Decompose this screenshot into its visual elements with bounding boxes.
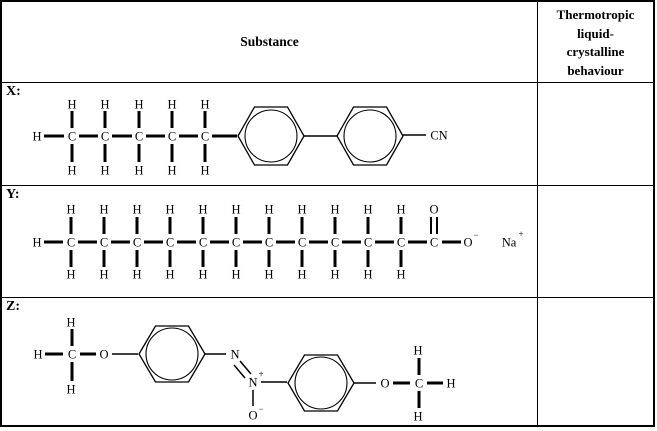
- svg-text:H: H: [33, 348, 42, 362]
- svg-text:H: H: [396, 268, 405, 282]
- svg-text:H: H: [66, 383, 75, 397]
- svg-text:H: H: [231, 268, 240, 282]
- svg-text:O: O: [99, 348, 108, 362]
- svg-text:H: H: [165, 268, 174, 282]
- substance-cell-y: Y: H C C C C C C C C C C C C H H H H H H H H H H H H H H H H H H H H H H O O…: [2, 186, 538, 297]
- svg-text:+: +: [258, 369, 263, 379]
- svg-text:−: −: [258, 404, 263, 414]
- svg-text:H: H: [99, 203, 108, 217]
- substance-column-header: Substance: [2, 2, 538, 82]
- svg-text:C: C: [67, 236, 75, 250]
- header-row: Substance Thermotropic liquid- crystalli…: [2, 2, 653, 83]
- row-x-label: X:: [6, 84, 21, 99]
- svg-text:H: H: [413, 410, 422, 424]
- svg-text:H: H: [396, 203, 405, 217]
- svg-text:C: C: [68, 130, 76, 144]
- svg-text:H: H: [198, 203, 207, 217]
- svg-text:H: H: [198, 268, 207, 282]
- svg-text:C: C: [364, 236, 372, 250]
- svg-text:H: H: [413, 344, 422, 358]
- svg-text:O: O: [380, 377, 389, 391]
- svg-text:+: +: [518, 229, 523, 239]
- svg-text:N: N: [248, 376, 257, 390]
- svg-text:C: C: [135, 130, 143, 144]
- behaviour-cell-y: [538, 186, 653, 297]
- svg-text:H: H: [363, 203, 372, 217]
- svg-text:C: C: [168, 130, 176, 144]
- svg-text:C: C: [331, 236, 339, 250]
- svg-text:H: H: [200, 98, 209, 112]
- svg-text:H: H: [32, 236, 41, 250]
- behaviour-column-header: Thermotropic liquid- crystalline behavio…: [538, 2, 653, 82]
- svg-text:H: H: [330, 268, 339, 282]
- svg-text:H: H: [165, 203, 174, 217]
- table-row-x: X: H C C C C C H H H H H H H H H H CN: [2, 83, 653, 186]
- svg-text:C: C: [415, 377, 423, 391]
- behaviour-header-label: Thermotropic liquid- crystalline behavio…: [556, 7, 635, 78]
- svg-text:H: H: [446, 377, 455, 391]
- table-row-y: Y: H C C C C C C C C C C C C H H H H H H H H H H H H H H H H H H H H H H O O…: [2, 186, 653, 298]
- substance-header-label: Substance: [240, 34, 299, 49]
- svg-text:C: C: [68, 348, 76, 362]
- behaviour-cell-x: [538, 83, 653, 185]
- row-z-label: Z:: [6, 299, 20, 314]
- svg-text:O: O: [463, 236, 472, 250]
- svg-text:O: O: [248, 409, 257, 423]
- svg-text:H: H: [66, 203, 75, 217]
- svg-text:N: N: [230, 348, 239, 362]
- svg-text:H: H: [200, 164, 209, 178]
- svg-text:H: H: [330, 203, 339, 217]
- svg-text:H: H: [363, 268, 372, 282]
- row-y-label: Y:: [6, 187, 20, 202]
- svg-text:C: C: [199, 236, 207, 250]
- svg-text:−: −: [473, 230, 478, 240]
- svg-text:H: H: [32, 130, 41, 144]
- svg-text:H: H: [99, 268, 108, 282]
- svg-text:H: H: [132, 203, 141, 217]
- svg-text:H: H: [167, 98, 176, 112]
- svg-text:H: H: [100, 164, 109, 178]
- svg-text:Na: Na: [502, 236, 517, 250]
- behaviour-cell-z: [538, 298, 653, 425]
- svg-text:H: H: [100, 98, 109, 112]
- svg-text:C: C: [298, 236, 306, 250]
- svg-text:C: C: [397, 236, 405, 250]
- svg-text:C: C: [201, 130, 209, 144]
- svg-text:O: O: [429, 203, 438, 217]
- svg-text:CN: CN: [430, 129, 447, 143]
- svg-text:H: H: [132, 268, 141, 282]
- svg-text:C: C: [232, 236, 240, 250]
- svg-text:C: C: [133, 236, 141, 250]
- svg-text:H: H: [66, 316, 75, 330]
- svg-text:H: H: [297, 268, 306, 282]
- svg-text:C: C: [430, 236, 438, 250]
- svg-text:C: C: [100, 236, 108, 250]
- substance-cell-x: X: H C C C C C H H H H H H H H H H CN: [2, 83, 538, 185]
- svg-text:H: H: [134, 164, 143, 178]
- svg-text:C: C: [166, 236, 174, 250]
- svg-text:C: C: [265, 236, 273, 250]
- svg-text:H: H: [167, 164, 176, 178]
- svg-text:H: H: [67, 164, 76, 178]
- svg-text:H: H: [67, 98, 76, 112]
- svg-text:H: H: [231, 203, 240, 217]
- svg-text:H: H: [66, 268, 75, 282]
- svg-text:H: H: [264, 268, 273, 282]
- svg-text:C: C: [101, 130, 109, 144]
- svg-text:H: H: [264, 203, 273, 217]
- svg-text:H: H: [297, 203, 306, 217]
- svg-text:H: H: [134, 98, 143, 112]
- structure-x-diagram: H C C C C C H H H H H H H H H H CN: [32, 98, 447, 178]
